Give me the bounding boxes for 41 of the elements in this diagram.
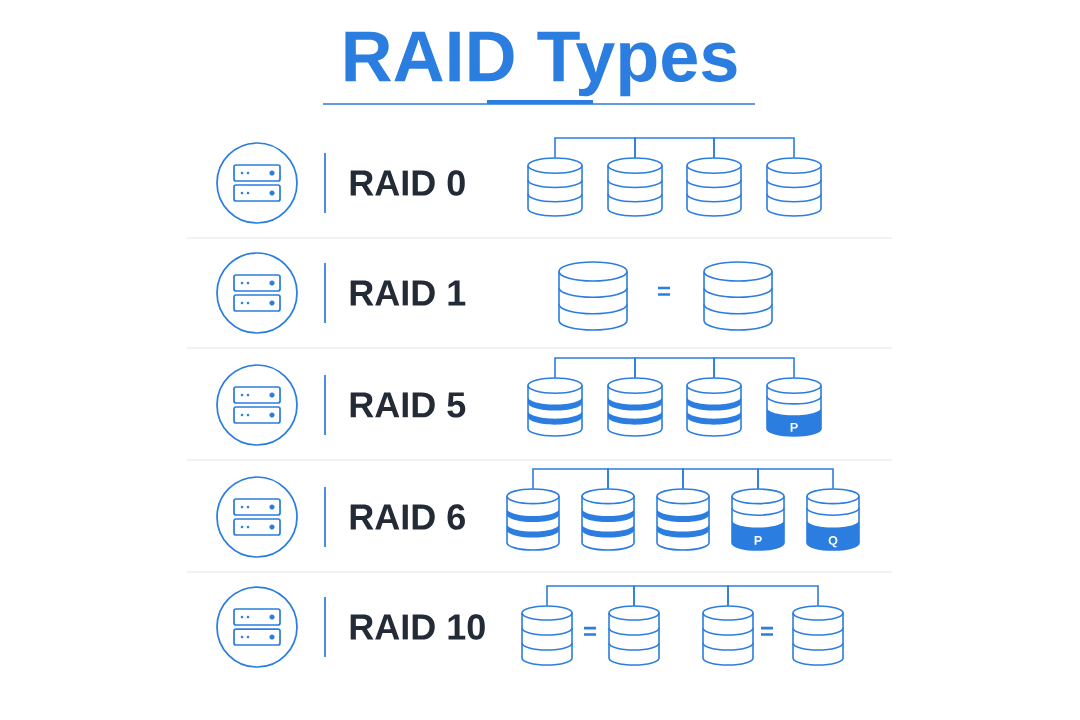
bus-line bbox=[727, 585, 819, 607]
bus-line bbox=[554, 137, 636, 159]
bus-line bbox=[546, 585, 635, 607]
disk-cylinder bbox=[607, 377, 663, 437]
bus-line bbox=[713, 357, 795, 379]
bus-line bbox=[607, 468, 684, 490]
raid-level-label: RAID 5 bbox=[350, 392, 466, 418]
disk-cylinder bbox=[686, 377, 742, 437]
bus-line bbox=[634, 357, 715, 379]
disk-cylinder bbox=[506, 488, 560, 551]
raid-level-label: RAID 10 bbox=[350, 614, 485, 640]
disk-cylinder bbox=[766, 157, 822, 217]
disk-cylinder: Q bbox=[806, 488, 860, 551]
equals-sign: = bbox=[761, 626, 774, 636]
disk-cylinder bbox=[607, 157, 663, 217]
disk-cylinder bbox=[703, 261, 773, 331]
bus-line bbox=[713, 137, 795, 159]
equals-sign: = bbox=[658, 286, 671, 296]
disk-cylinder bbox=[558, 261, 628, 331]
title: RAID Types bbox=[345, 31, 737, 97]
bus-line bbox=[532, 468, 609, 490]
equals-sign: = bbox=[584, 626, 597, 636]
disk-cylinder bbox=[656, 488, 710, 551]
bus-line bbox=[757, 468, 834, 490]
disk-cylinder: P bbox=[731, 488, 785, 551]
disk-cylinder bbox=[581, 488, 635, 551]
raid-level-label: RAID 1 bbox=[350, 280, 466, 306]
disk-cylinder bbox=[521, 605, 573, 666]
raid-level-label: RAID 0 bbox=[350, 170, 465, 196]
bus-line bbox=[554, 357, 636, 379]
disk-cylinder bbox=[608, 605, 660, 666]
disk-cylinder bbox=[792, 605, 844, 666]
bus-line bbox=[634, 137, 715, 159]
raid-level-label: RAID 6 bbox=[350, 504, 465, 530]
bus-line bbox=[633, 585, 729, 607]
disk-cylinder bbox=[527, 157, 583, 217]
disk-cylinder bbox=[527, 377, 583, 437]
bus-line bbox=[682, 468, 759, 490]
disk-cylinder bbox=[702, 605, 754, 666]
disk-cylinder bbox=[686, 157, 742, 217]
disk-cylinder: P bbox=[766, 377, 822, 437]
